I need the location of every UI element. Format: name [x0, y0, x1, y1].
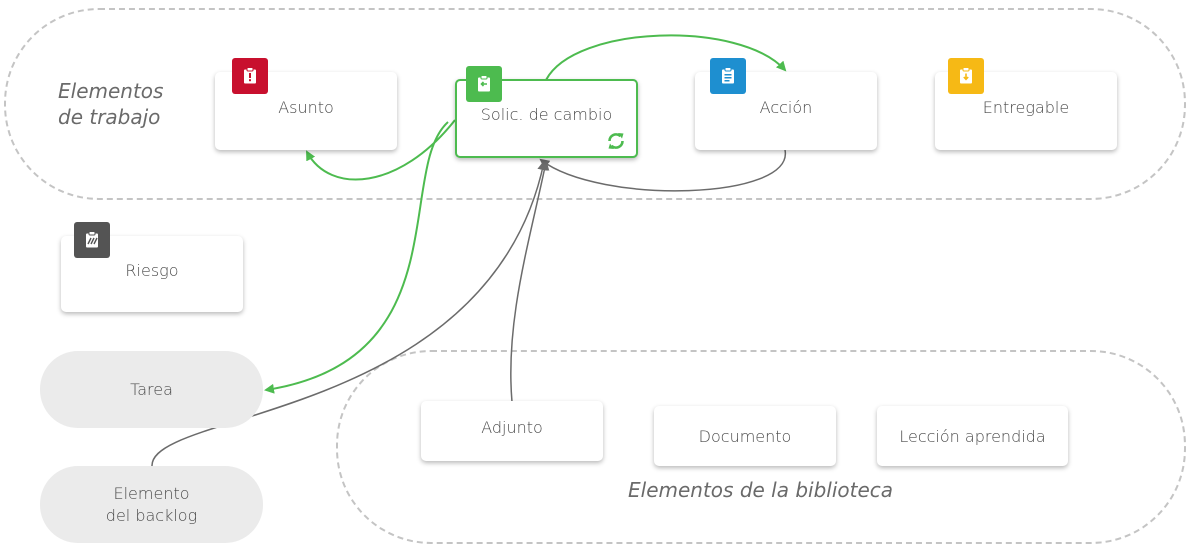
backlog-label-line2: del backlog	[105, 505, 198, 525]
change-request-label: Solic. de cambio	[480, 105, 613, 124]
change-request-badge	[466, 66, 502, 102]
library-items-group	[336, 350, 1186, 544]
risk-clipboard-icon	[86, 231, 98, 248]
action-badge	[710, 58, 746, 94]
deliverable-badge	[948, 58, 984, 94]
download-clipboard-icon	[960, 67, 972, 84]
deliverable-label: Entregable	[982, 97, 1070, 117]
connector-change-to-task	[264, 121, 449, 394]
action-label: Acción	[759, 97, 813, 117]
lesson-learned-card[interactable]: Lección aprendida	[877, 406, 1068, 466]
connector-action-to-change	[539, 149, 786, 192]
work-items-group-label: Elementos de trabajo	[58, 78, 163, 130]
work-items-group	[4, 8, 1186, 200]
connector-attachment-to-change	[510, 160, 550, 403]
document-label: Documento	[698, 426, 792, 446]
lesson-learned-label: Lección aprendida	[899, 426, 1046, 446]
refresh-icon	[608, 133, 624, 149]
exclamation-clipboard-icon	[244, 67, 256, 84]
risk-badge	[74, 222, 110, 258]
backlog-item-pill[interactable]: Elemento del backlog	[40, 466, 263, 543]
document-card[interactable]: Documento	[654, 406, 836, 466]
task-label: Tarea	[130, 379, 173, 399]
task-pill[interactable]: Tarea	[40, 351, 263, 428]
issue-label: Asunto	[278, 97, 334, 117]
attachment-label: Adjunto	[481, 417, 543, 437]
library-items-group-label: Elementos de la biblioteca	[628, 478, 894, 502]
issue-badge	[232, 58, 268, 94]
swap-clipboard-icon	[478, 75, 490, 92]
work-items-label-line2: de trabajo	[58, 105, 161, 129]
work-items-label-line1: Elementos	[58, 79, 164, 103]
backlog-label-line1: Elemento	[113, 483, 190, 503]
attachment-card[interactable]: Adjunto	[421, 401, 603, 461]
connector-backlog-to-change	[151, 160, 548, 467]
connector-change-to-action	[545, 34, 787, 81]
risk-label: Riesgo	[125, 260, 179, 280]
list-clipboard-icon	[722, 67, 734, 84]
